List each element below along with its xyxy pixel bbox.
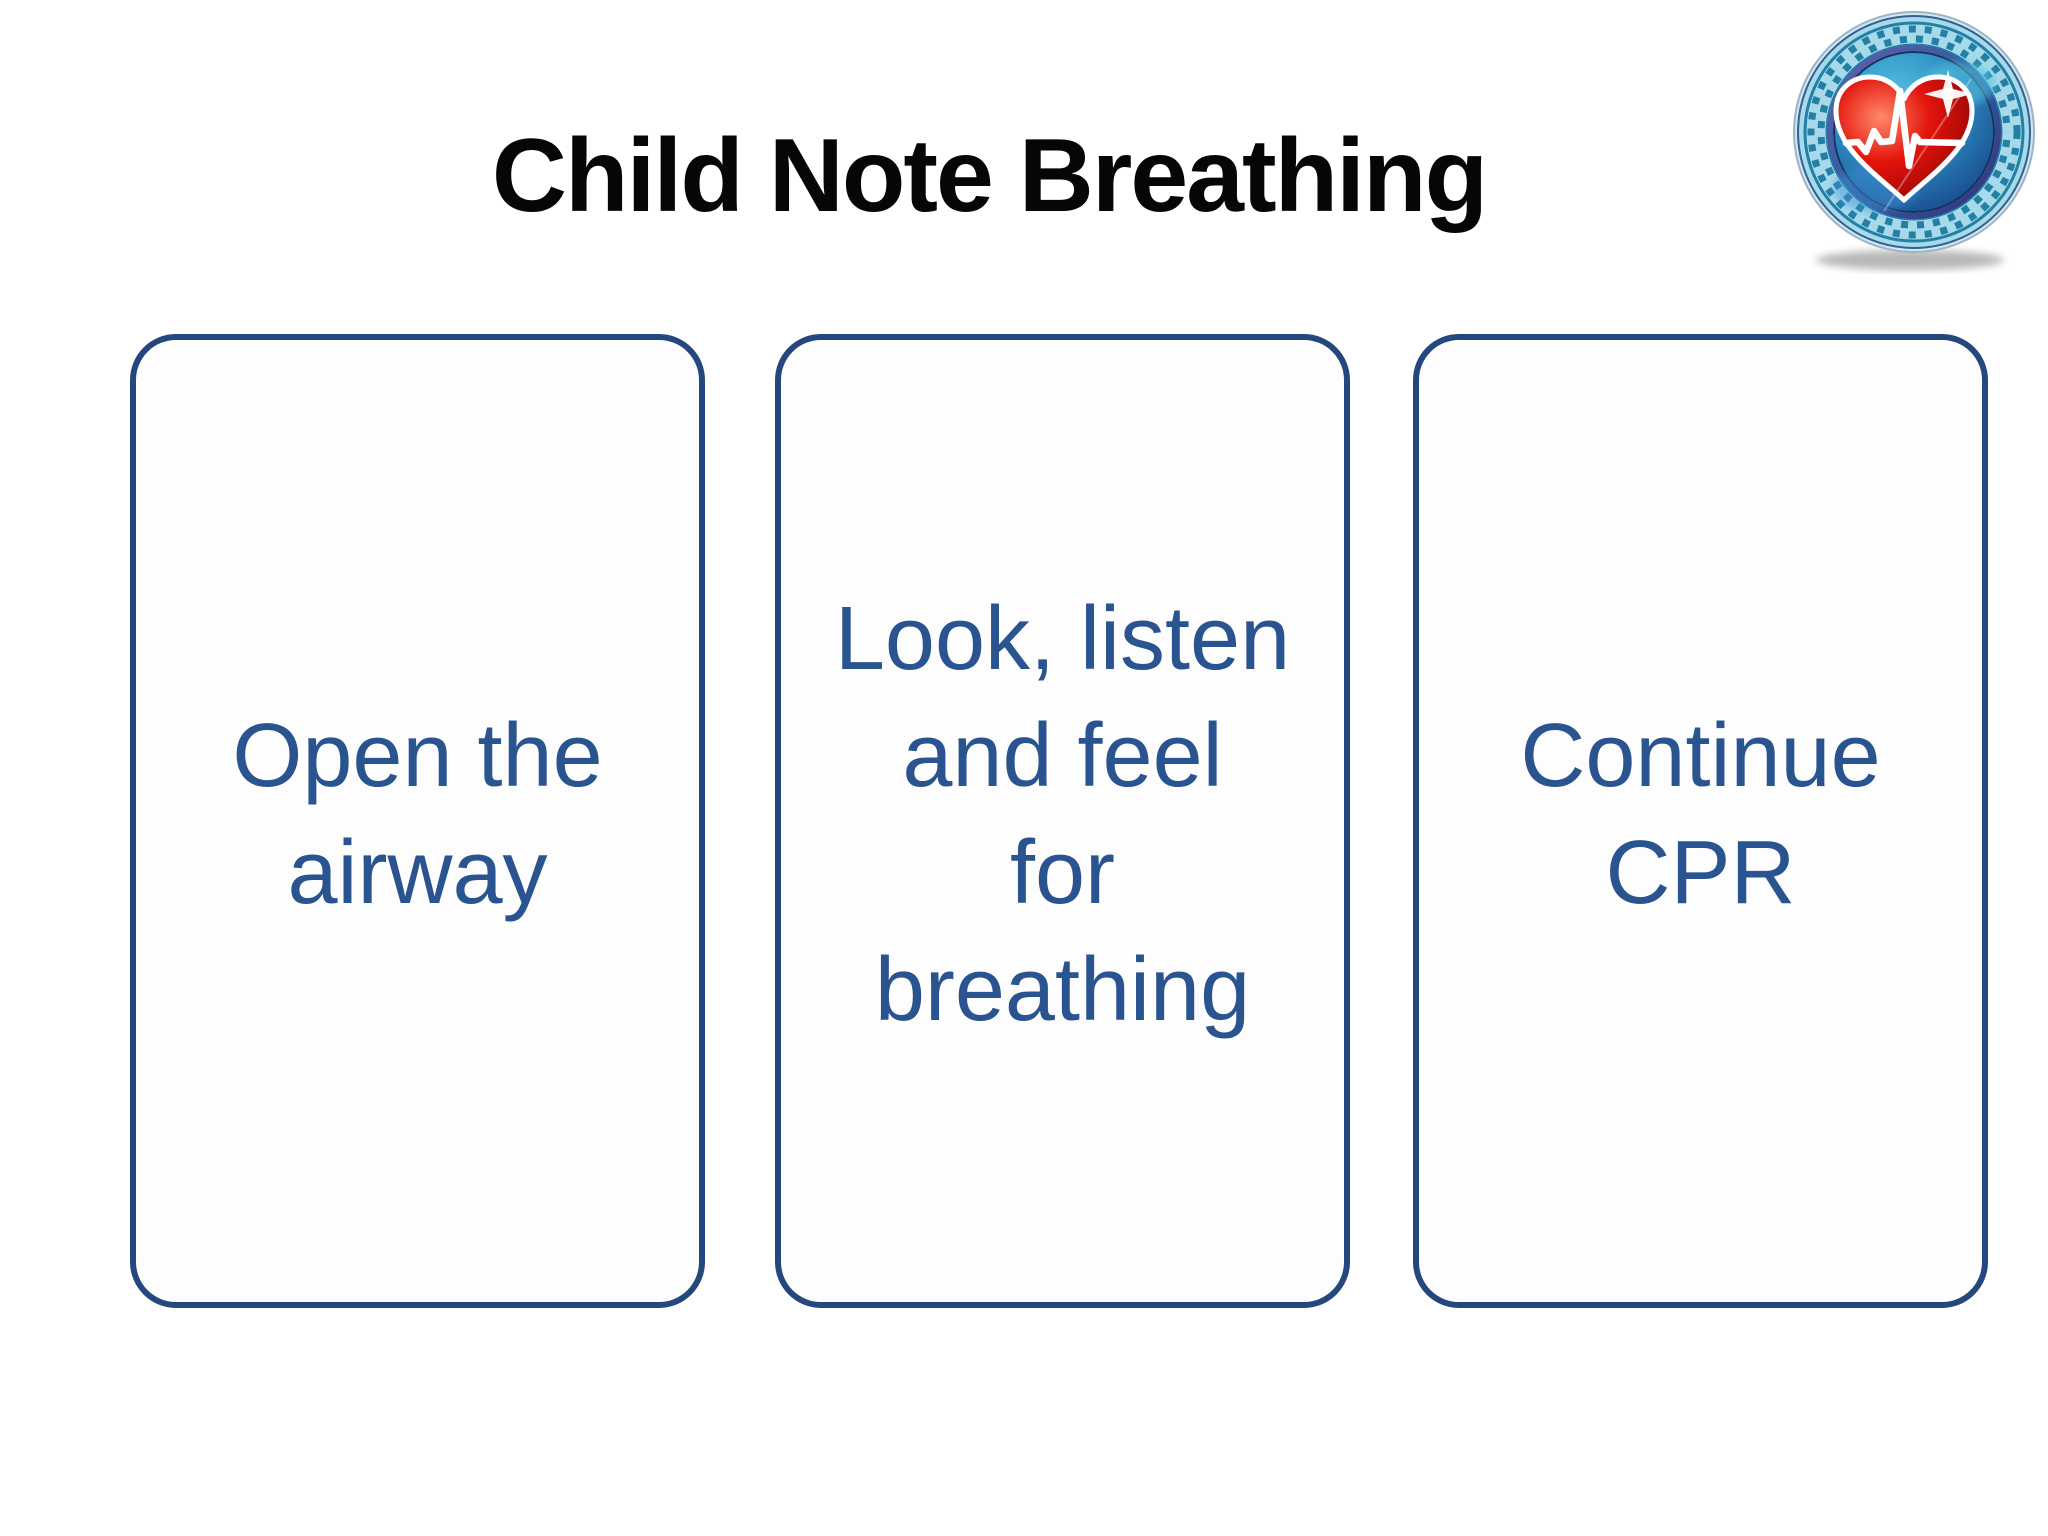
heart-ecg-logo [1788,6,2040,274]
slide-title: Child Note Breathing [491,118,1488,234]
step-box-open-airway: Open the airway [130,334,705,1308]
step-text-line: Continue [1520,706,1881,806]
step-text-line: airway [287,823,548,923]
step-text-line: for [1009,823,1116,923]
step-text-line: and feel [902,706,1223,806]
step-text-line: breathing [874,940,1251,1040]
step-text-line: Open the [232,706,603,806]
heart-ecg-medallion-icon [1793,11,2035,270]
step-text-line: CPR [1605,823,1796,923]
step-text: Continue CPR [1520,698,1880,932]
step-text: Open the airway [232,698,602,932]
step-text-line: Look, listen [834,589,1291,689]
step-box-continue-cpr: Continue CPR [1413,334,1988,1308]
step-text: Look, listen and feel for breathing [835,581,1290,1049]
step-box-look-listen-feel: Look, listen and feel for breathing [775,334,1350,1308]
sparkle-glint [1924,70,1972,118]
